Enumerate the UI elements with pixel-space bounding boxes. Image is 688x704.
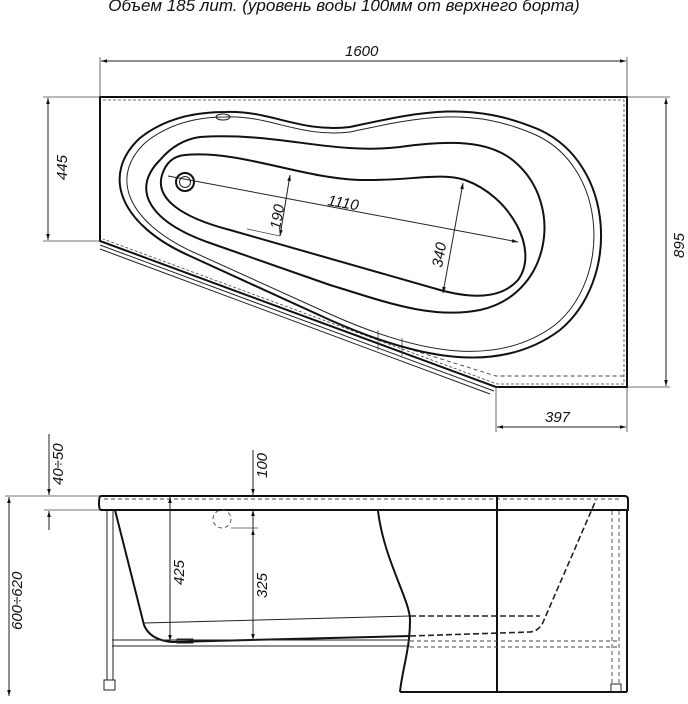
drawing-title: Объем 185 лит. (уровень воды 100мм от ве… <box>108 0 580 15</box>
dim-overall-width: 895 <box>671 232 688 258</box>
rim-outer <box>118 110 603 359</box>
side-view: 600÷620 40÷50 425 100 325 <box>5 434 629 696</box>
dim-inner-width-narrow: 190 <box>267 202 288 230</box>
plan-view: 1600 445 895 397 1110 190 340 <box>43 43 688 432</box>
bath-rim <box>97 495 629 511</box>
overflow-icon <box>215 113 231 121</box>
dim-inner-length: 1110 <box>326 192 360 214</box>
dim-overall-length: 1600 <box>345 43 379 60</box>
bowl-contour <box>145 135 546 314</box>
dim-left-depth: 445 <box>54 154 71 180</box>
dim-inner-width-wide: 340 <box>429 240 450 268</box>
dim-total-height: 600÷620 <box>9 571 26 630</box>
overflow-icon <box>212 509 232 529</box>
drain-icon <box>175 172 195 192</box>
dim-corner-cut: 397 <box>545 409 571 426</box>
dim-overflow-height: 325 <box>254 572 271 598</box>
dim-water-level: 100 <box>254 452 271 478</box>
bath-outline <box>99 96 628 388</box>
dim-bath-depth: 425 <box>171 559 188 585</box>
bath-body <box>114 509 411 644</box>
bottom-contour <box>159 153 527 297</box>
dim-rim-offset: 40÷50 <box>50 443 67 485</box>
